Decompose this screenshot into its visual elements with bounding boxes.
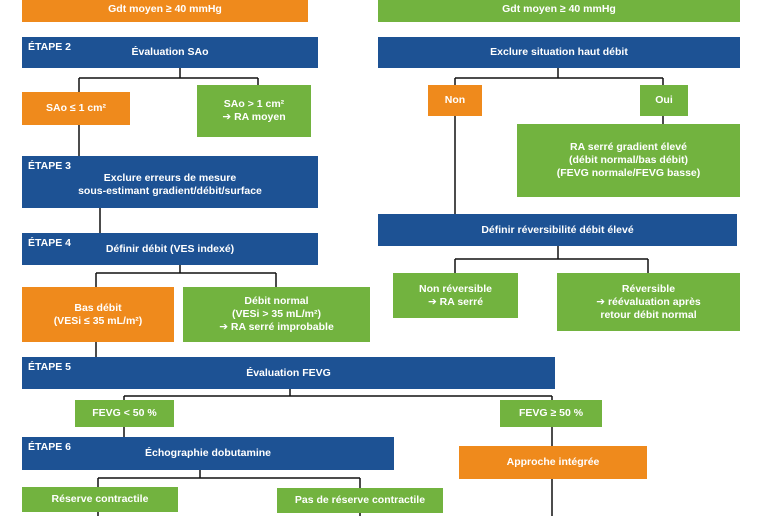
fevg-high-text: FEVG ≥ 50 % bbox=[518, 407, 584, 419]
step6-box: ÉTAPE 6 Échographie dobutamine bbox=[22, 437, 394, 470]
low-flow-box: Bas débit (VESi ≤ 35 mL/m²) bbox=[22, 287, 174, 342]
exclude-high-flow-box: Exclure situation haut débit bbox=[378, 37, 740, 68]
sao-large-text: SAo > 1 cm² ➔ RA moyen bbox=[222, 98, 286, 123]
gradient-text-right: Gdt moyen ≥ 40 mmHg bbox=[502, 2, 616, 15]
not-reversible-text: Non réversible ➔ RA serré bbox=[419, 282, 492, 308]
gradient-box-right: Gdt moyen ≥ 40 mmHg bbox=[378, 0, 740, 22]
oui-box: Oui bbox=[640, 85, 688, 116]
step6-text: Échographie dobutamine bbox=[144, 447, 271, 459]
reversible-text: Réversible ➔ réévaluation après retour d… bbox=[596, 282, 701, 321]
exclude-high-flow-text: Exclure situation haut débit bbox=[490, 46, 628, 58]
gradient-box-left: Gdt moyen ≥ 40 mmHg bbox=[22, 0, 308, 22]
reversibility-text: Définir réversibilité débit élevé bbox=[481, 223, 634, 236]
step2-label: ÉTAPE 2 bbox=[28, 41, 71, 53]
step5-box: ÉTAPE 5 Évaluation FEVG bbox=[22, 357, 555, 389]
integrated-approach-box: Approche intégrée bbox=[459, 446, 647, 479]
step2-box: ÉTAPE 2 Évaluation SAo bbox=[22, 37, 318, 68]
non-box: Non bbox=[428, 85, 482, 116]
step3-label: ÉTAPE 3 bbox=[28, 160, 71, 172]
no-reserve-box: Pas de réserve contractile bbox=[277, 488, 443, 513]
oui-text: Oui bbox=[655, 94, 673, 106]
integrated-approach-text: Approche intégrée bbox=[506, 456, 600, 468]
step5-label: ÉTAPE 5 bbox=[28, 361, 71, 373]
normal-flow-box: Débit normal (VESi > 35 mL/m²) ➔ RA serr… bbox=[183, 287, 370, 342]
no-reserve-text: Pas de réserve contractile bbox=[294, 494, 426, 506]
low-flow-text: Bas débit (VESi ≤ 35 mL/m²) bbox=[53, 301, 143, 327]
step4-label: ÉTAPE 4 bbox=[28, 237, 71, 249]
reversibility-box: Définir réversibilité débit élevé bbox=[378, 214, 737, 246]
sao-large-box: SAo > 1 cm² ➔ RA moyen bbox=[197, 85, 311, 137]
not-reversible-box: Non réversible ➔ RA serré bbox=[393, 273, 518, 318]
non-text: Non bbox=[444, 94, 466, 106]
gradient-text-left: Gdt moyen ≥ 40 mmHg bbox=[108, 2, 222, 15]
reversible-box: Réversible ➔ réévaluation après retour d… bbox=[557, 273, 740, 331]
step3-text: Exclure erreurs de mesure sous-estimant … bbox=[78, 172, 262, 197]
step4-box: ÉTAPE 4 Définir débit (VES indexé) bbox=[22, 233, 318, 265]
reserve-text: Réserve contractile bbox=[51, 493, 149, 505]
step3-box: ÉTAPE 3 Exclure erreurs de mesure sous-e… bbox=[22, 156, 318, 208]
normal-flow-text: Débit normal (VESi > 35 mL/m²) ➔ RA serr… bbox=[219, 295, 334, 333]
tight-high-gradient-text: RA serré gradient élevé (débit normal/ba… bbox=[556, 141, 701, 179]
fevg-low-box: FEVG < 50 % bbox=[75, 400, 174, 427]
step2-text: Évaluation SAo bbox=[131, 46, 209, 58]
step6-label: ÉTAPE 6 bbox=[28, 441, 71, 453]
sao-small-box: SAo ≤ 1 cm² bbox=[22, 92, 130, 125]
sao-small-text: SAo ≤ 1 cm² bbox=[45, 102, 107, 114]
reserve-box: Réserve contractile bbox=[22, 487, 178, 512]
fevg-high-box: FEVG ≥ 50 % bbox=[500, 400, 602, 427]
step5-text: Évaluation FEVG bbox=[246, 366, 331, 379]
step4-text: Définir débit (VES indexé) bbox=[105, 242, 235, 255]
tight-high-gradient-box: RA serré gradient élevé (débit normal/ba… bbox=[517, 124, 740, 197]
fevg-low-text: FEVG < 50 % bbox=[92, 407, 157, 419]
